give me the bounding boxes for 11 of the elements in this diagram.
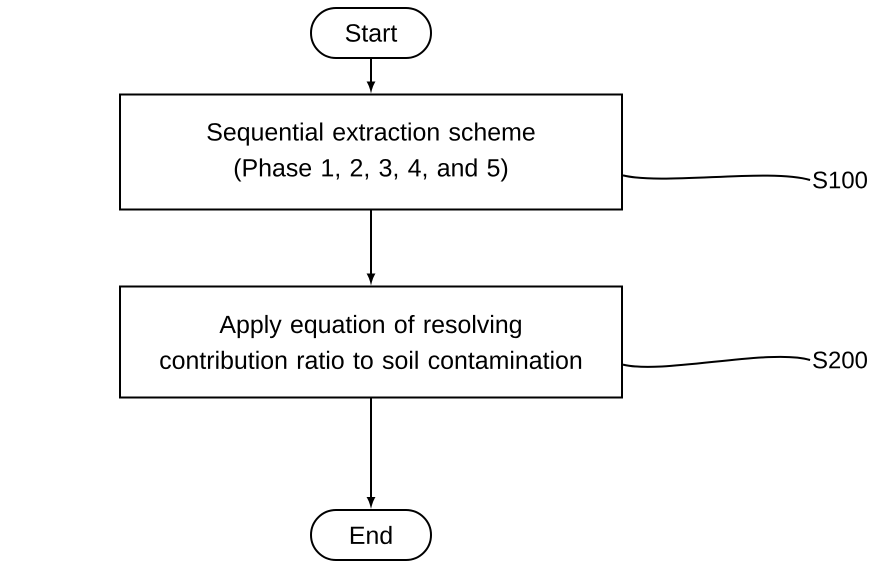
terminal-pill: End	[310, 509, 432, 561]
leader-line	[622, 356, 810, 368]
arrow	[367, 398, 375, 506]
terminal-pill: Start	[310, 7, 432, 59]
step-label: S200	[813, 352, 867, 368]
arrow	[367, 210, 375, 282]
arrow	[367, 59, 375, 90]
leader-line	[622, 174, 810, 181]
process-box: Apply equation of resolving contribution ratio to soil contamination	[119, 286, 623, 398]
process-box: Sequential extraction scheme (Phase 1, 2, 3, 4, and 5)	[119, 94, 623, 210]
step-label: S100	[813, 172, 867, 188]
